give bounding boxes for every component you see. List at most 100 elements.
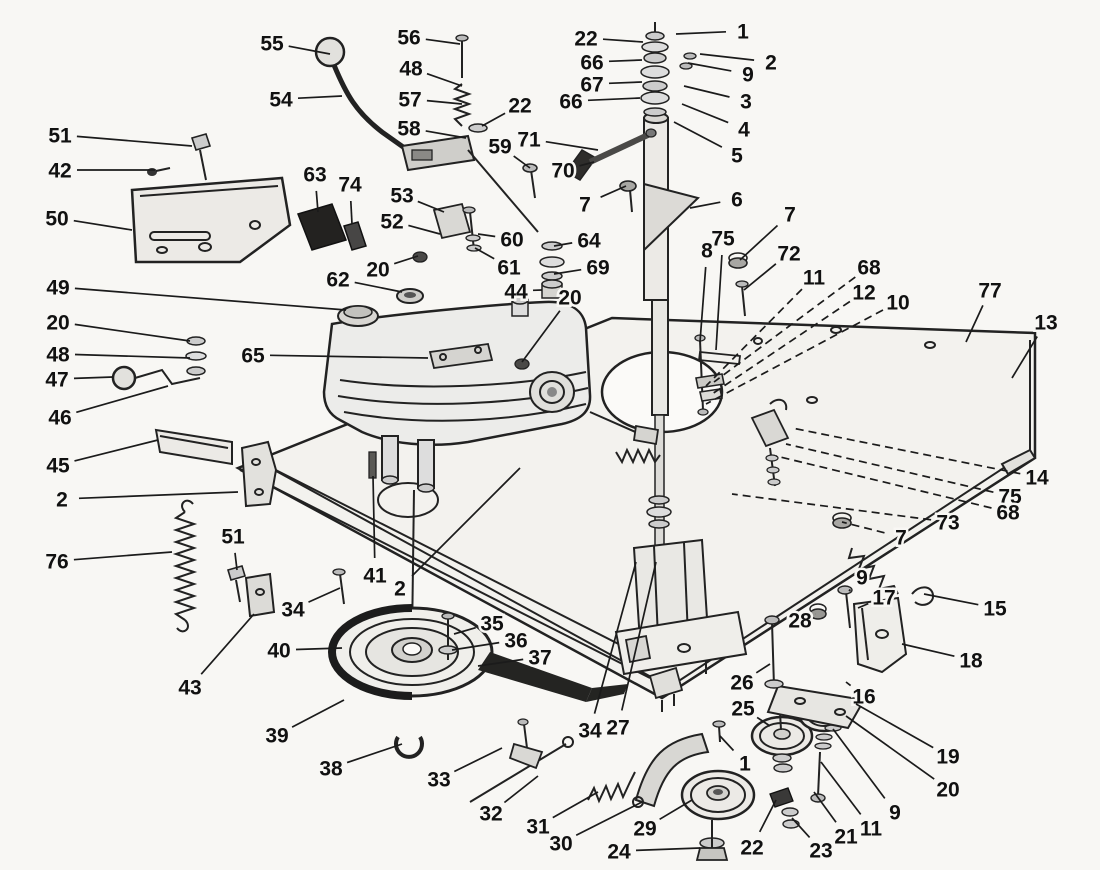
callout-leader-53 <box>417 200 445 213</box>
callout-label-61: 61 <box>497 257 521 280</box>
callout-label-5: 5 <box>731 145 743 168</box>
callout-leader-75 <box>715 254 723 351</box>
washer-stack-64-69 <box>539 241 565 299</box>
callout-leader-2 <box>699 53 755 61</box>
callout-label-2: 2 <box>394 578 406 601</box>
callout-leader-34 <box>593 561 637 714</box>
callout-label-53: 53 <box>390 185 413 208</box>
callout-label-75: 75 <box>711 228 735 251</box>
callout-label-28: 28 <box>788 610 812 633</box>
callout-label-20: 20 <box>46 312 69 335</box>
callout-leader-56 <box>425 38 461 45</box>
callout-label-42: 42 <box>48 160 71 183</box>
callout-leader-5 <box>673 121 723 148</box>
callout-leader-58 <box>425 130 467 139</box>
lift-column <box>643 112 700 301</box>
callout-leader-20 <box>74 323 191 342</box>
callout-leader-13 <box>1011 336 1038 379</box>
callout-leader-55 <box>288 45 331 55</box>
callout-leader-20 <box>521 310 561 363</box>
callout-leader-40 <box>295 647 343 651</box>
callout-label-12: 12 <box>852 282 875 305</box>
bracket-53-hardware <box>412 202 482 263</box>
callout-leader-23 <box>791 817 811 838</box>
callout-label-59: 59 <box>488 136 511 159</box>
drive-pulley-40 <box>327 604 494 700</box>
callout-leader-46 <box>76 385 169 414</box>
callout-label-6: 6 <box>731 189 743 212</box>
callout-leader-18 <box>901 643 955 658</box>
callout-leader-32 <box>503 775 539 804</box>
callout-leader-12 <box>711 300 851 395</box>
callout-label-58: 58 <box>397 118 421 141</box>
nut-28 <box>809 603 827 620</box>
callout-label-10: 10 <box>886 292 909 315</box>
callout-label-9: 9 <box>889 802 901 825</box>
callout-label-44: 44 <box>504 281 528 304</box>
callout-leader-75 <box>785 443 994 494</box>
callout-label-2: 2 <box>56 489 68 512</box>
bolt-56-spring-57 <box>452 34 488 133</box>
callout-leader-68 <box>713 276 856 383</box>
callout-label-54: 54 <box>269 89 293 112</box>
idler-arm-29-30 <box>632 732 710 808</box>
extension-spring-76 <box>172 499 198 633</box>
bolt-59 <box>522 163 538 199</box>
callout-label-7: 7 <box>579 194 591 217</box>
bracket-18 <box>852 596 908 674</box>
callout-label-31: 31 <box>526 816 550 839</box>
callout-label-75: 75 <box>998 486 1022 509</box>
flange-nut-7-right <box>832 512 852 529</box>
callout-label-48: 48 <box>46 344 70 367</box>
callout-leader-15 <box>923 593 979 606</box>
bolt-51-top-left <box>190 133 212 181</box>
callout-leader-16 <box>845 681 852 687</box>
callout-leader-37 <box>477 658 524 667</box>
callout-leader-7 <box>739 224 779 261</box>
callout-leader-22 <box>758 799 777 833</box>
callout-label-17: 17 <box>872 587 895 610</box>
callout-leader-66 <box>608 59 643 63</box>
callout-leader-51 <box>76 135 193 147</box>
callout-label-30: 30 <box>549 833 572 856</box>
callout-label-4: 4 <box>738 119 750 142</box>
callout-leader-30 <box>575 801 643 837</box>
callout-label-76: 76 <box>45 551 68 574</box>
callout-leader-20 <box>845 715 935 780</box>
callout-label-36: 36 <box>504 630 527 653</box>
callout-label-49: 49 <box>46 277 69 300</box>
callout-leader-48 <box>74 353 191 359</box>
callout-leader-64 <box>553 242 573 247</box>
callout-leader-11 <box>820 761 862 815</box>
callout-leader-67 <box>608 81 643 85</box>
callout-leader-24 <box>635 847 701 852</box>
callout-label-29: 29 <box>633 818 656 841</box>
callout-label-34: 34 <box>578 720 602 743</box>
callout-leader-11 <box>705 288 803 387</box>
keys-63-74 <box>297 203 367 251</box>
deck-front-tabs <box>648 666 684 712</box>
callout-leader-27 <box>620 561 657 711</box>
callout-leader-59 <box>513 155 531 169</box>
callout-label-70: 70 <box>551 160 574 183</box>
callout-leader-6 <box>689 201 721 209</box>
idler-link-73-75 <box>750 398 790 487</box>
callout-leader-77 <box>965 305 984 343</box>
callout-label-40: 40 <box>267 640 290 663</box>
callout-label-51: 51 <box>48 125 72 148</box>
callout-leader-73 <box>731 493 932 521</box>
tension-spring-center <box>615 447 661 465</box>
callout-leader-71 <box>545 140 599 151</box>
callout-leader-34 <box>308 587 341 603</box>
callout-label-51: 51 <box>221 526 245 549</box>
callout-leader-76 <box>73 551 173 561</box>
bracket-45 <box>154 428 233 466</box>
idler-plate-16-19 <box>766 684 866 730</box>
callout-leader-51 <box>234 552 238 571</box>
callout-label-57: 57 <box>398 89 421 112</box>
callout-leader-61 <box>474 247 495 260</box>
callout-label-68: 68 <box>857 257 881 280</box>
callout-label-66: 66 <box>580 52 603 75</box>
